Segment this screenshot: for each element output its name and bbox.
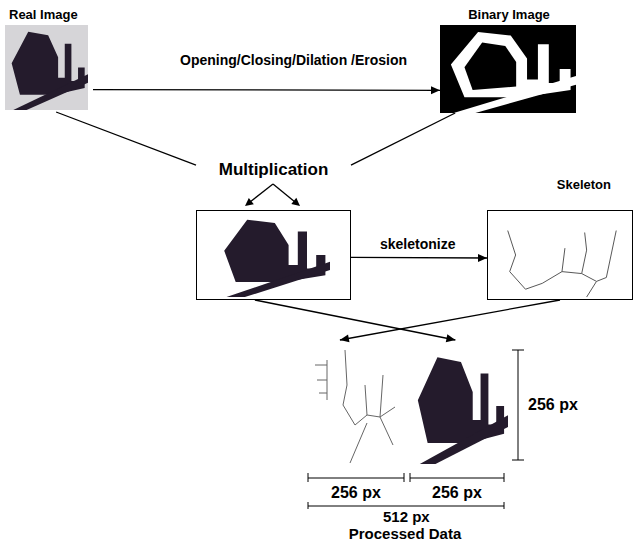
image-panel: Real Image <box>3 5 93 112</box>
arrow-head <box>478 254 487 262</box>
image-title: Real Image <box>9 7 78 23</box>
binary-bar <box>454 76 576 113</box>
dimension-lines <box>308 350 524 509</box>
image-title: Skeleton <box>557 177 611 193</box>
connector <box>56 112 196 165</box>
edge-label: skeletonize <box>380 236 455 252</box>
processed-image <box>418 357 508 464</box>
image-frame <box>197 211 351 300</box>
arrow-head <box>446 334 456 342</box>
binary-image <box>440 25 576 113</box>
arrow-head <box>340 334 350 342</box>
edge-label: Opening/Closing/Dilation /Erosion <box>180 52 415 68</box>
arrow-head <box>431 86 440 94</box>
split-arrow <box>273 184 295 202</box>
connector-line <box>340 300 560 340</box>
arrow-head <box>291 198 300 206</box>
image-panel: Multiplication <box>196 158 351 300</box>
connector-line <box>93 89 440 91</box>
connector <box>351 113 455 165</box>
dimension-label: 512 px <box>383 509 430 526</box>
skeleton-lines <box>508 231 616 297</box>
part-bar <box>227 262 331 297</box>
arrow-head <box>245 198 254 206</box>
real-image <box>5 25 88 110</box>
part-bar <box>13 74 88 110</box>
image-title: Processed Data <box>349 525 462 543</box>
part-bar <box>420 415 508 464</box>
dimension-label: 256 px <box>528 396 578 414</box>
split-arrow <box>250 184 273 202</box>
binary-background <box>440 25 576 113</box>
connector <box>351 254 487 262</box>
connector-line <box>56 112 196 165</box>
multiplied-image <box>224 220 330 297</box>
skeleton-image <box>508 231 616 297</box>
connector <box>340 300 560 342</box>
processed-skeleton <box>315 350 395 463</box>
connector-line <box>351 113 455 165</box>
connector-line <box>351 257 487 259</box>
image-panel: Skeleton <box>487 175 633 300</box>
image-title: Multiplication <box>219 160 329 180</box>
image-title: Binary Image <box>468 7 550 23</box>
connector-line <box>255 300 456 340</box>
photo-background <box>5 25 88 110</box>
binary-hole <box>464 43 516 91</box>
image-frame <box>488 211 633 300</box>
image-panel: Binary Image <box>440 5 578 113</box>
connector <box>255 300 456 342</box>
dimension-label: 256 px <box>331 484 381 502</box>
connector <box>93 86 440 94</box>
skeleton-lines <box>315 350 395 463</box>
dimension-label: 256 px <box>432 484 482 502</box>
